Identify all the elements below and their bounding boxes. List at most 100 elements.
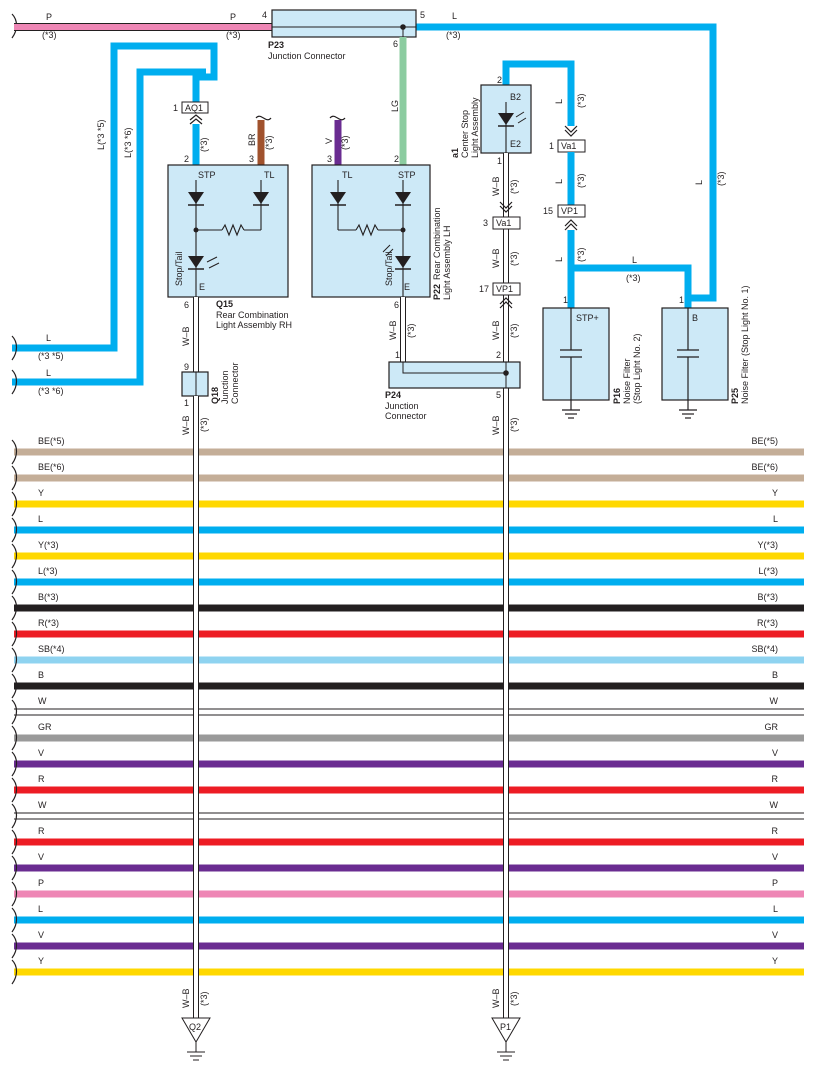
p25-name: Noise Filter (Stop Light No. 1)	[740, 285, 750, 404]
harness-wire-label-left: R	[38, 826, 45, 836]
p23-junction-connector	[271, 9, 417, 38]
junction-dot	[193, 227, 199, 233]
wb-wire-note: (*3)	[509, 417, 519, 432]
l-wire-label-vertical: L	[694, 180, 704, 185]
wb-wire-label: W–B	[388, 320, 398, 340]
l-wire-a1	[502, 60, 575, 126]
l-wire-label: L	[452, 11, 457, 21]
p22-e-label: E	[404, 282, 410, 292]
wb-wire-label: W–B	[491, 248, 501, 268]
vp1-connector	[492, 282, 521, 296]
p24-bus-line	[402, 362, 506, 374]
vp1-pin: 17	[479, 284, 489, 294]
p22-stp-label: STP	[398, 170, 416, 180]
p24-pin: 2	[496, 350, 501, 360]
l-wire-note: (*3 *6)	[38, 386, 64, 396]
ground-point-q2	[181, 1017, 211, 1043]
harness-wire-label-left: W	[38, 800, 47, 810]
vp1-label: VP1	[496, 284, 513, 294]
p22-rear-combination-lh	[311, 164, 431, 298]
p25-noise-filter	[661, 307, 729, 401]
p24-name-line2: Connector	[385, 411, 427, 421]
l-wire-label: L	[554, 257, 564, 262]
wb-wire-label: W–B	[181, 415, 191, 435]
harness-wire-label-right: V	[772, 748, 778, 758]
harness-wire-label-left: B(*3)	[38, 592, 59, 602]
harness-wire-label-left: BE(*6)	[38, 462, 65, 472]
wb-wire-note: (*3)	[509, 251, 519, 266]
diode-icon	[395, 192, 411, 204]
connector-chevron	[499, 301, 513, 309]
ground-icon	[497, 1042, 515, 1061]
p24-pin: 5	[496, 390, 501, 400]
wire-break-mark	[11, 491, 18, 517]
wb-wire-note: (*3)	[509, 991, 519, 1006]
vp1-pin: 15	[543, 206, 553, 216]
lg-wire-label: LG	[390, 100, 400, 112]
q18-code: Q18	[210, 387, 220, 404]
harness-wire-label-left: L	[38, 514, 43, 524]
p22-tl-label: TL	[342, 170, 353, 180]
wb-wire-note: (*3)	[509, 179, 519, 194]
led-icon	[498, 113, 514, 125]
l-wire-label: L	[46, 333, 51, 343]
harness-wire-label-right: R	[772, 826, 779, 836]
l-wire-left-outer	[12, 42, 218, 352]
va1-label: Va1	[496, 218, 511, 228]
junction-dot	[400, 227, 406, 233]
wb-wire-label: W–B	[491, 320, 501, 340]
harness-wire-label-left: R(*3)	[38, 618, 59, 628]
l-wire-label: L	[554, 179, 564, 184]
wire-break-mark	[11, 673, 18, 699]
q18-name-line1: Junction	[220, 370, 230, 404]
p24-pin: 1	[395, 350, 400, 360]
q15-pin: 3	[249, 154, 254, 164]
wb-wire-note: (*3)	[199, 991, 209, 1006]
wb-wire-label: W–B	[181, 326, 191, 346]
p22-code: P22	[432, 284, 442, 300]
q15-pin: 6	[184, 300, 189, 310]
p25-pin: 1	[679, 295, 684, 305]
aq1-pin: 1	[173, 103, 178, 113]
p25-terminal-label: B	[692, 313, 698, 323]
p16-noise-filter	[542, 307, 610, 401]
wire-break-mark	[11, 647, 18, 673]
p-wire-note: (*3)	[42, 30, 57, 40]
harness-wire-label-left: R	[38, 774, 45, 784]
wire-break-mark	[11, 907, 18, 933]
wire-break-mark	[11, 465, 18, 491]
l-wire-note: (*3)	[576, 93, 586, 108]
va1-pin: 3	[483, 218, 488, 228]
harness-wire-label-left: W	[38, 696, 47, 706]
l-wire-note-vertical: L(*3 *6)	[123, 127, 133, 158]
a1-code: a1	[450, 148, 460, 158]
p22-stop-tail-label: Stop/Tail	[384, 251, 394, 286]
ground-icon	[187, 1042, 205, 1061]
p16-name-line1: Noise Filter	[622, 358, 632, 404]
wire-break-mark	[11, 369, 18, 395]
wire-break-mark	[11, 933, 18, 959]
p23-pin-down: 6	[393, 39, 398, 49]
wire-break-mark	[11, 517, 18, 543]
va1-pin: 1	[549, 141, 554, 151]
led-rays-icon	[206, 256, 220, 269]
led-icon	[188, 256, 204, 268]
a1-pin: 2	[497, 75, 502, 85]
connector-chevron	[189, 118, 203, 125]
l-wire-note: (*3)	[199, 137, 209, 152]
wb-wire-note: (*3)	[406, 323, 416, 338]
l-wire-note: (*3)	[626, 273, 641, 283]
p24-code: P24	[385, 390, 401, 400]
wb-wire-label: W–B	[491, 415, 501, 435]
connector-chevron	[564, 129, 578, 137]
harness-wire-label-right: W	[770, 800, 779, 810]
q15-tl-label: TL	[264, 170, 275, 180]
l-wire-note: (*3)	[576, 247, 586, 262]
capacitor-icon	[560, 308, 582, 419]
q15-code: Q15	[216, 299, 233, 309]
diode-icon	[330, 192, 346, 204]
wire-break-mark	[11, 595, 18, 621]
p-wire-note: (*3)	[226, 30, 241, 40]
wire-break-mark	[11, 777, 18, 803]
